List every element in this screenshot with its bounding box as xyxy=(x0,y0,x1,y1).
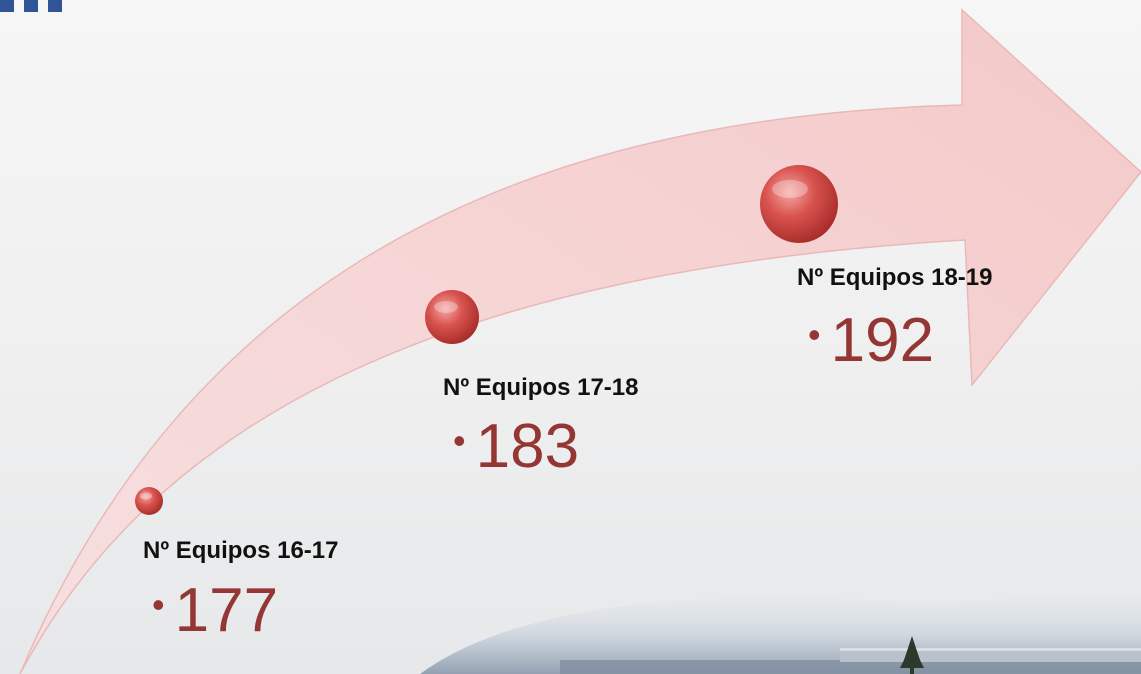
milestone-value-text: 183 xyxy=(475,412,580,481)
milestone-value-17-18: •183 xyxy=(453,416,579,478)
milestone-value-text: 177 xyxy=(174,576,279,645)
bullet-icon: • xyxy=(453,420,466,461)
milestone-value-18-19: •192 xyxy=(808,310,934,372)
title-bar-3 xyxy=(48,0,62,12)
curved-arrow xyxy=(19,8,1141,674)
milestone-dot-3 xyxy=(760,165,838,243)
title-fragment xyxy=(0,0,260,12)
milestone-dot-1 xyxy=(135,487,163,515)
background-scenery xyxy=(420,585,1141,674)
milestone-value-16-17: •177 xyxy=(152,580,278,642)
bullet-icon: • xyxy=(808,314,821,355)
milestone-value-text: 192 xyxy=(830,306,935,375)
title-bar-2 xyxy=(24,0,38,12)
milestone-dot-2 xyxy=(425,290,479,344)
bullet-icon: • xyxy=(152,584,165,625)
milestone-label-18-19: Nº Equipos 18-19 xyxy=(797,264,993,291)
milestone-label-16-17: Nº Equipos 16-17 xyxy=(143,537,339,564)
title-bar-1 xyxy=(0,0,14,12)
milestone-label-17-18: Nº Equipos 17-18 xyxy=(443,374,639,401)
